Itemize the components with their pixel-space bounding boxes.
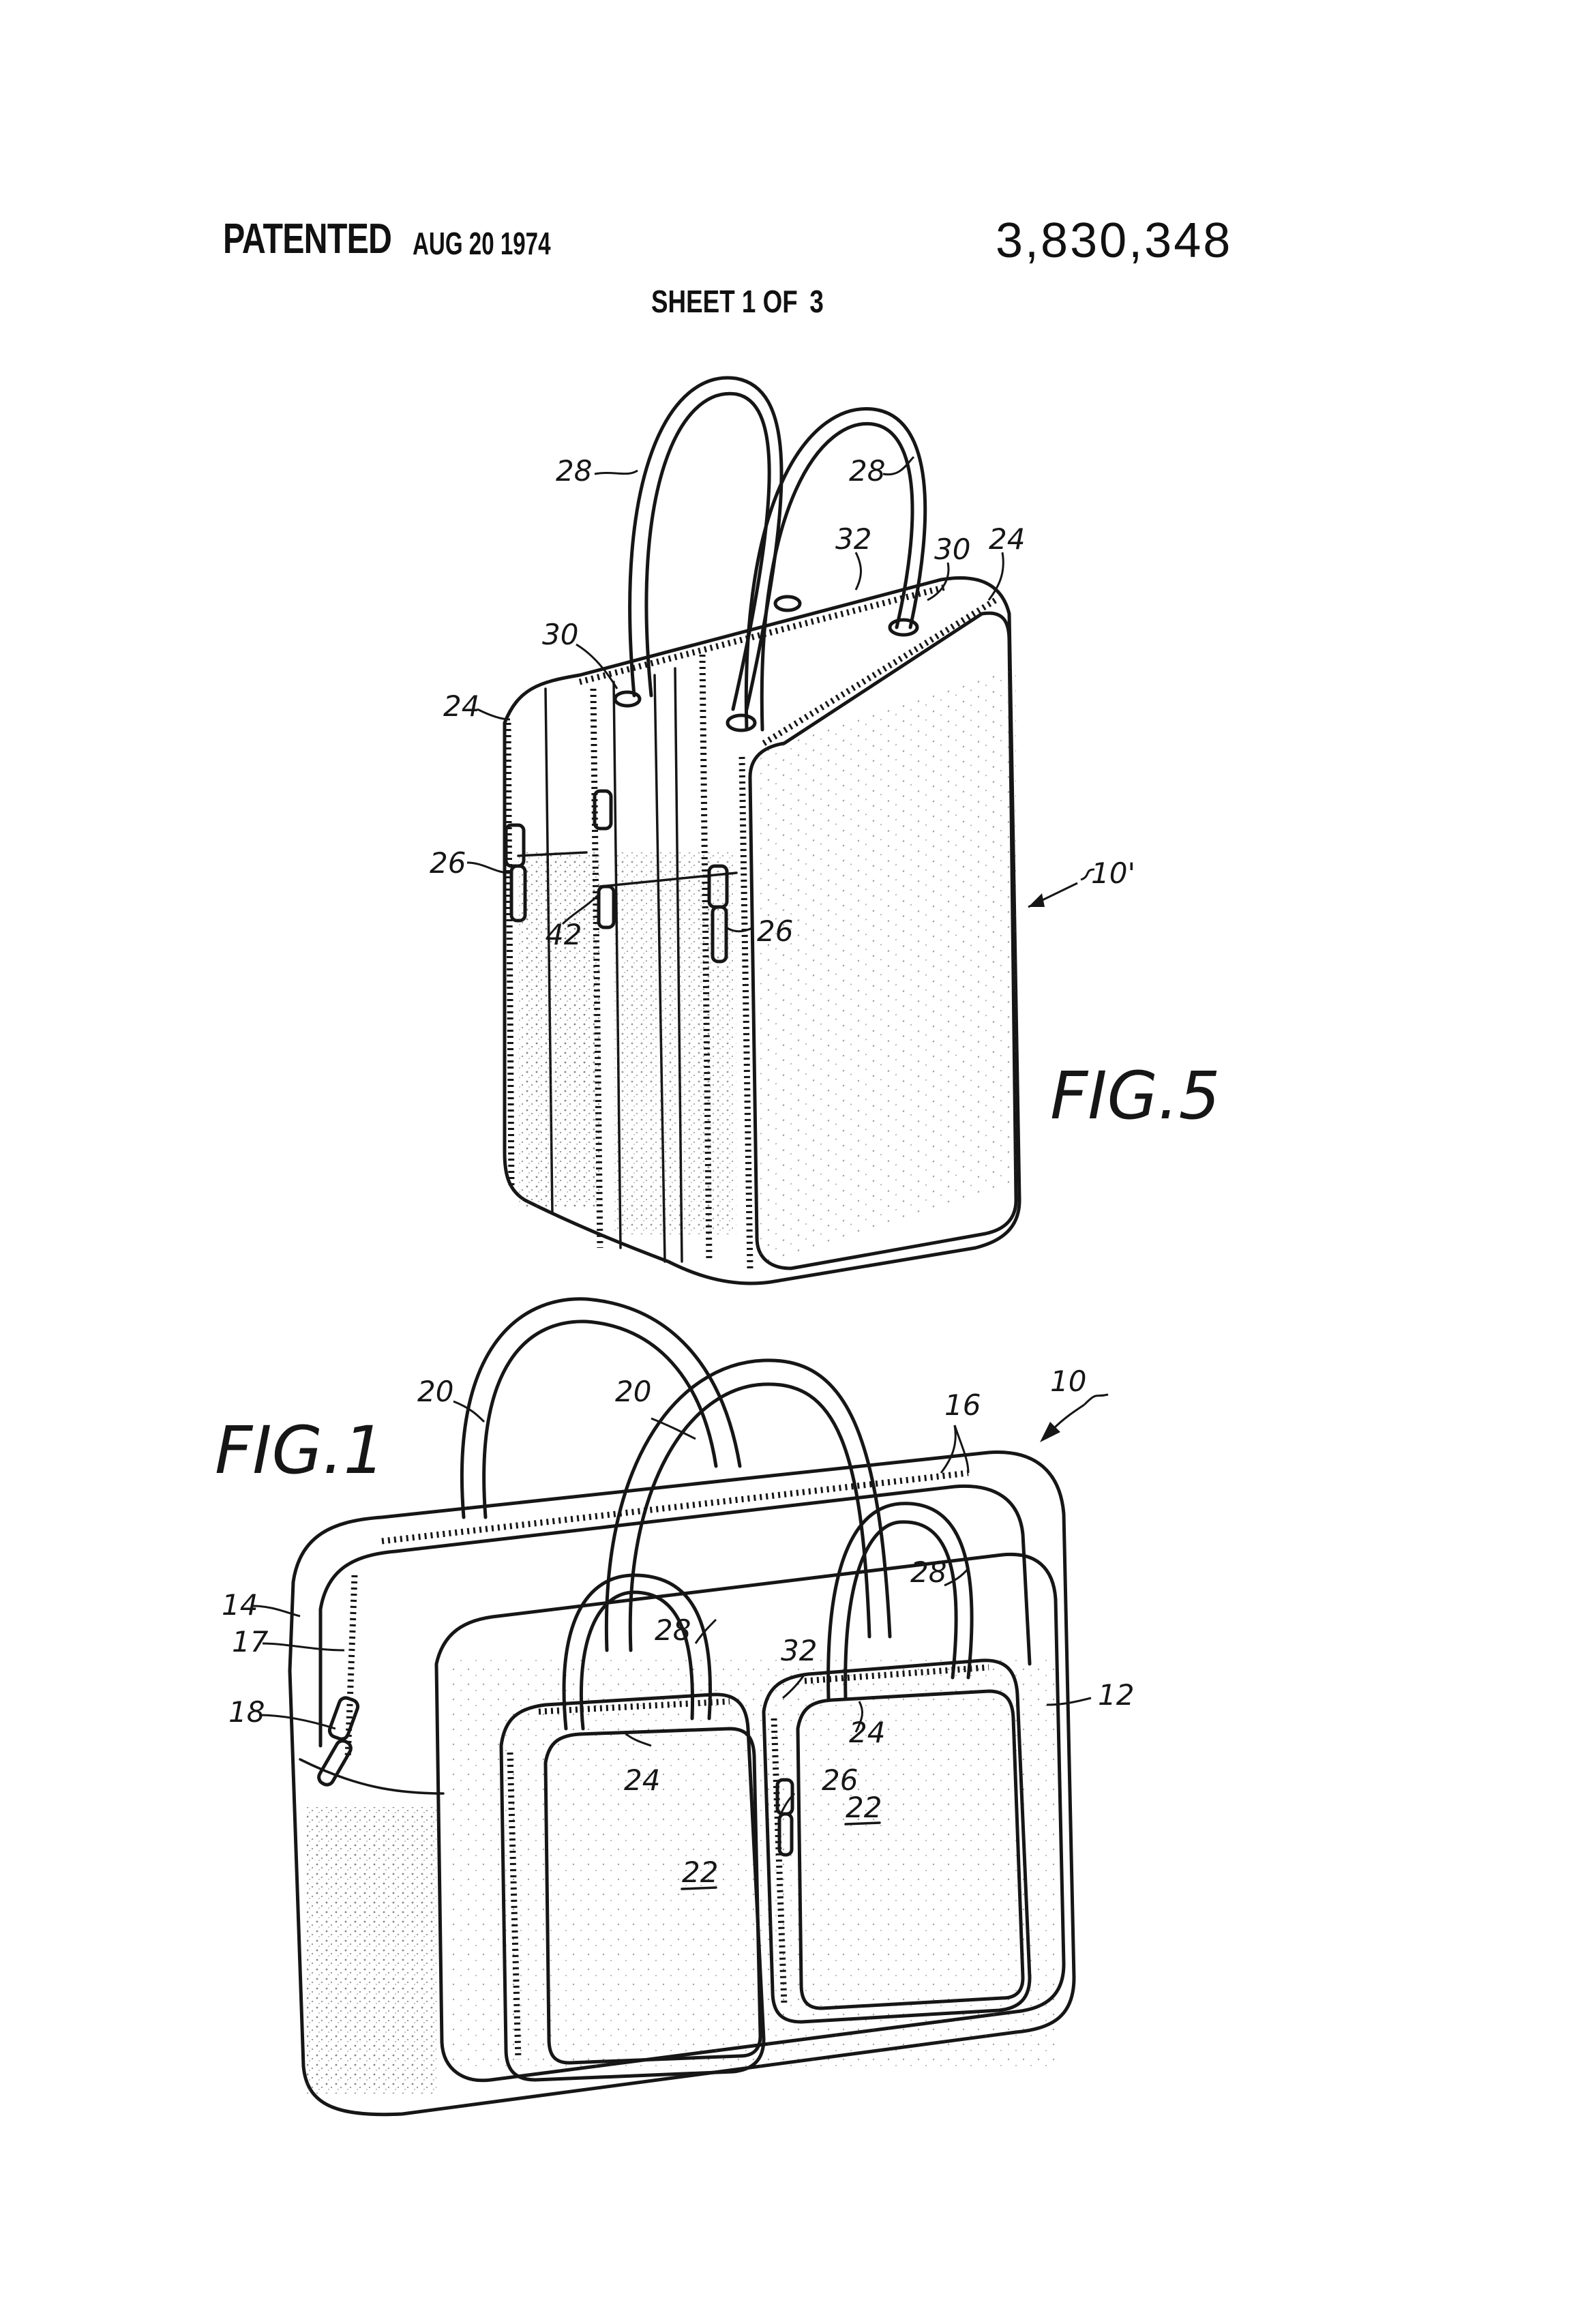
fig5-ref-28-right: 28	[849, 454, 885, 488]
fig1-ref-28-left: 28	[655, 1613, 691, 1647]
fig5-ref-30-right: 30	[934, 533, 970, 566]
fig5-ref-30-left: 30	[542, 618, 578, 651]
figure-5-drawing: 28 28 32 30 24 30 24 26 42 26 10' FIG.5	[430, 378, 1221, 1283]
fig1-ref-24-left: 24	[624, 1763, 660, 1797]
fig5-ref-28-left: 28	[556, 454, 592, 488]
fig5-ref-42: 42	[546, 918, 582, 951]
fig5-ref-26-right: 26	[757, 914, 793, 948]
fig1-ref-20-center: 20	[615, 1375, 651, 1408]
fig5-ref-26-left: 26	[430, 846, 466, 880]
figure-1-drawing: 20 20 16 10 14 17 18 28 28 32 24 24 26 2…	[215, 1299, 1134, 2115]
fig1-ref-16: 16	[944, 1388, 981, 1422]
fig5-ref-24-right: 24	[989, 522, 1025, 556]
fig5-ref-32: 32	[835, 522, 871, 556]
fig1-ref-12: 12	[1098, 1678, 1134, 1712]
fig5-label: FIG.5	[1050, 1058, 1221, 1134]
fig1-ref-14: 14	[222, 1588, 258, 1622]
fig1-ref-32: 32	[781, 1634, 817, 1667]
fig1-ref-22-left: 22	[682, 1856, 718, 1889]
fig1-ref-28-right: 28	[910, 1555, 946, 1589]
fig1-ref-17: 17	[232, 1625, 269, 1658]
fig1-ref-18: 18	[228, 1695, 265, 1729]
fig1-ref-24-right: 24	[849, 1716, 885, 1749]
fig1-ref-10: 10	[1050, 1365, 1086, 1398]
fig5-ref-24-left: 24	[443, 689, 479, 723]
fig5-ref-10-prime: 10'	[1091, 856, 1135, 890]
fig1-label: FIG.1	[215, 1412, 385, 1489]
fig1-ref-20-left: 20	[417, 1375, 453, 1408]
fig1-ref-22-right: 22	[846, 1791, 882, 1824]
